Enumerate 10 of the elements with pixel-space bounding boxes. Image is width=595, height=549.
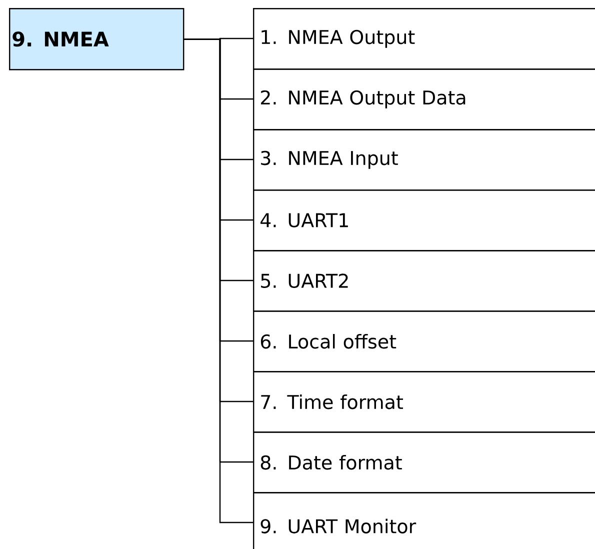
submenu-box: 2. NMEA Output Data	[253, 68, 595, 130]
submenu-box: 3. NMEA Input	[253, 129, 595, 191]
submenu-box: 5. UART2	[253, 250, 595, 312]
submenu-box: 6. Local offset	[253, 310, 595, 372]
submenu-box: 9. UART Monitor	[253, 492, 595, 549]
submenu-box: 7. Time format	[253, 371, 595, 433]
submenu-box: 8. Date format	[253, 432, 595, 494]
submenu-box: 4. UART1	[253, 190, 595, 252]
submenu-box: 1. NMEA Output	[253, 8, 595, 70]
menu-box: 9. NMEA	[9, 8, 184, 70]
